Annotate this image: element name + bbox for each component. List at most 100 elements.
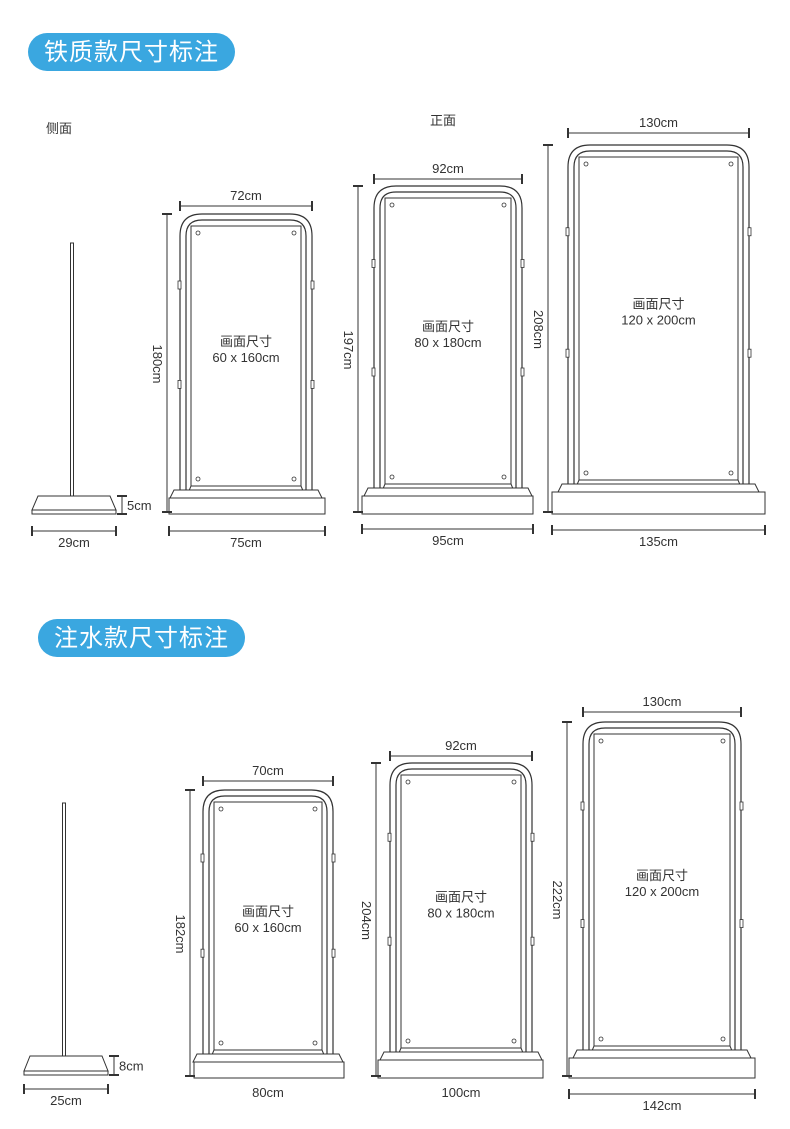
screen-size-value: 120 x 200cm <box>621 313 695 328</box>
section-title-water: 注水款尺寸标注 <box>38 619 245 657</box>
panel-clip <box>739 801 744 811</box>
mounting-hole <box>218 1040 224 1046</box>
side-view-stand <box>31 242 117 515</box>
mounting-hole <box>720 1036 726 1042</box>
stand-base-top <box>379 1051 543 1061</box>
base-width-label: 80cm <box>252 1085 284 1100</box>
mounting-hole <box>389 202 395 208</box>
panel-clip <box>565 227 570 237</box>
mounting-hole <box>598 738 604 744</box>
mounting-hole <box>728 470 734 476</box>
panel-clip <box>200 948 205 958</box>
stand-base <box>377 1059 544 1079</box>
mounting-hole <box>291 476 297 482</box>
frame-outer-tube <box>389 762 533 1060</box>
side-view-label: 侧面 <box>46 121 72 136</box>
frame-inner-tube <box>588 727 736 1058</box>
display-panel <box>400 774 522 1049</box>
screen-size-value: 60 x 160cm <box>212 350 279 365</box>
panel-clip <box>371 367 376 377</box>
mounting-hole <box>218 806 224 812</box>
stand-base <box>568 1057 756 1079</box>
frame-outer-tube <box>567 144 750 492</box>
panel-clip <box>530 832 535 842</box>
panel-clip <box>580 919 585 928</box>
mounting-hole <box>195 476 201 482</box>
panel-clip <box>530 936 535 946</box>
panel-clip <box>580 801 585 811</box>
front-stand-0 <box>168 213 326 515</box>
base-width-label: 135cm <box>639 534 678 549</box>
frame-inner-tube <box>379 191 517 496</box>
height-label: 204cm <box>359 901 374 940</box>
screen-size-value: 80 x 180cm <box>427 906 494 921</box>
base-width-label: 75cm <box>230 535 262 550</box>
base-width-label: 142cm <box>642 1098 681 1113</box>
frame-inner-tube <box>185 219 307 498</box>
stand-base <box>193 1061 345 1079</box>
panel-clip <box>331 853 336 863</box>
panel-clip <box>310 379 315 389</box>
side-base-plate <box>23 1070 109 1076</box>
screen-size-value: 120 x 200cm <box>625 884 699 899</box>
mounting-hole <box>405 1038 411 1044</box>
panel-clip <box>200 853 205 863</box>
height-label: 222cm <box>550 880 565 919</box>
side-pole <box>62 802 66 1057</box>
base-width-label: 95cm <box>432 533 464 548</box>
mounting-hole <box>511 1038 517 1044</box>
stand-base-top <box>557 483 760 493</box>
mounting-hole <box>720 738 726 744</box>
mounting-hole <box>389 474 395 480</box>
display-panel <box>593 733 731 1047</box>
front-stand-0 <box>192 789 345 1079</box>
mounting-hole <box>312 806 318 812</box>
front-stand-1 <box>361 185 534 515</box>
height-label: 180cm <box>150 344 165 383</box>
panel-clip <box>387 832 392 842</box>
stand-base <box>551 491 766 515</box>
panel-clip <box>177 379 182 389</box>
height-label: 197cm <box>341 330 356 369</box>
panel-clip <box>331 948 336 958</box>
frame-outer-tube <box>202 789 334 1062</box>
top-width-label: 92cm <box>445 738 477 753</box>
front-view-label: 正面 <box>430 113 456 128</box>
base-width-label: 100cm <box>441 1085 480 1100</box>
top-width-label: 130cm <box>639 115 678 130</box>
screen-size-caption: 画面尺寸 <box>632 297 684 312</box>
screen-size-caption: 画面尺寸 <box>636 868 688 883</box>
panel-clip <box>371 259 376 268</box>
stand-base-top <box>363 487 533 497</box>
section-title-iron: 铁质款尺寸标注 <box>28 33 235 71</box>
side-height-label: 8cm <box>119 1059 144 1074</box>
front-stand-1 <box>377 762 544 1079</box>
panel-clip <box>520 259 525 268</box>
display-panel <box>578 156 739 481</box>
panel-clip <box>520 367 525 377</box>
mounting-hole <box>598 1036 604 1042</box>
side-depth-label: 25cm <box>50 1093 82 1108</box>
frame-outer-tube <box>582 721 742 1058</box>
top-width-label: 130cm <box>642 694 681 709</box>
screen-size-caption: 画面尺寸 <box>242 904 294 919</box>
panel-clip <box>387 936 392 946</box>
mounting-hole <box>583 470 589 476</box>
stand-base <box>361 495 534 515</box>
stand-base <box>168 497 326 515</box>
mounting-hole <box>583 161 589 167</box>
side-base <box>31 495 117 511</box>
mounting-hole <box>511 779 517 785</box>
screen-size-value: 60 x 160cm <box>234 920 301 935</box>
height-label: 208cm <box>531 310 546 349</box>
side-pole <box>70 242 74 497</box>
top-width-label: 72cm <box>230 188 262 203</box>
panel-clip <box>565 348 570 358</box>
display-panel <box>213 801 323 1051</box>
mounting-hole <box>728 161 734 167</box>
front-stand-2 <box>568 721 756 1079</box>
frame-outer-tube <box>373 185 523 496</box>
side-view-stand <box>23 802 109 1076</box>
screen-size-value: 80 x 180cm <box>414 335 481 350</box>
